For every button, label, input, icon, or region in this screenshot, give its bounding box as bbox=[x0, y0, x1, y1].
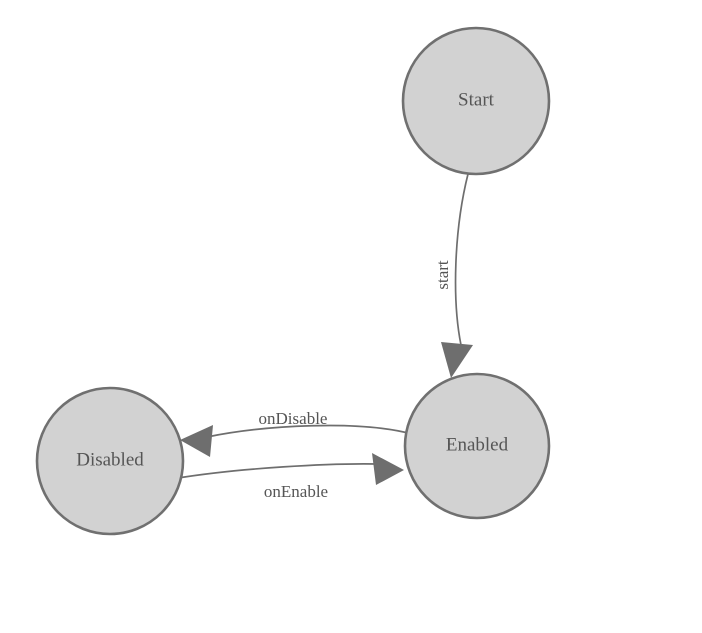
node-enabled-label: Enabled bbox=[446, 434, 509, 455]
edge-label-onenable: onEnable bbox=[264, 482, 328, 501]
edge-start-to-enabled[interactable]: start bbox=[433, 173, 473, 378]
node-disabled-label: Disabled bbox=[76, 449, 144, 470]
edge-label-start: start bbox=[433, 260, 452, 290]
node-disabled-circle bbox=[35, 386, 185, 536]
edge-start-to-enabled-arrowhead bbox=[441, 342, 473, 378]
node-enabled[interactable]: Enabled bbox=[403, 372, 551, 520]
edge-enabled-to-disabled-arrowhead bbox=[180, 425, 213, 457]
node-disabled[interactable]: Disabled bbox=[35, 386, 185, 536]
edge-start-to-enabled-line bbox=[454, 173, 469, 346]
edge-disabled-to-enabled-arrowhead bbox=[372, 453, 404, 485]
edge-enabled-to-disabled-line bbox=[206, 424, 413, 438]
edge-disabled-to-enabled-line bbox=[177, 463, 379, 479]
edge-disabled-to-enabled[interactable]: onEnable bbox=[177, 453, 404, 501]
edge-enabled-to-disabled[interactable]: onDisable bbox=[180, 409, 413, 457]
edge-label-ondisable: onDisable bbox=[259, 409, 328, 428]
node-start[interactable]: Start bbox=[401, 26, 551, 176]
node-start-label: Start bbox=[458, 89, 495, 110]
node-start-circle bbox=[401, 26, 551, 176]
node-enabled-circle bbox=[403, 372, 551, 520]
